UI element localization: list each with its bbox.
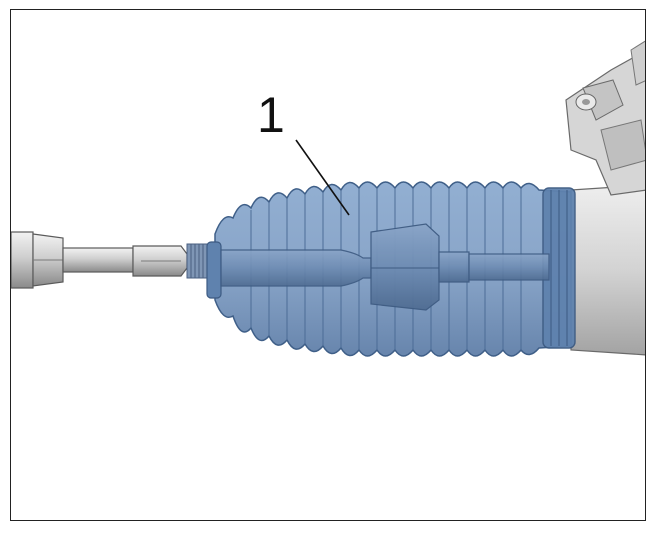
callout-leader-line: [295, 139, 350, 216]
steering-rack-illustration: [11, 40, 645, 357]
inner-tie-rod: [220, 223, 550, 311]
tie-rod-end: [11, 231, 188, 289]
callout-label-1: 1: [257, 87, 285, 143]
rack-housing: [565, 40, 645, 356]
diagram-frame: 1: [10, 9, 646, 521]
